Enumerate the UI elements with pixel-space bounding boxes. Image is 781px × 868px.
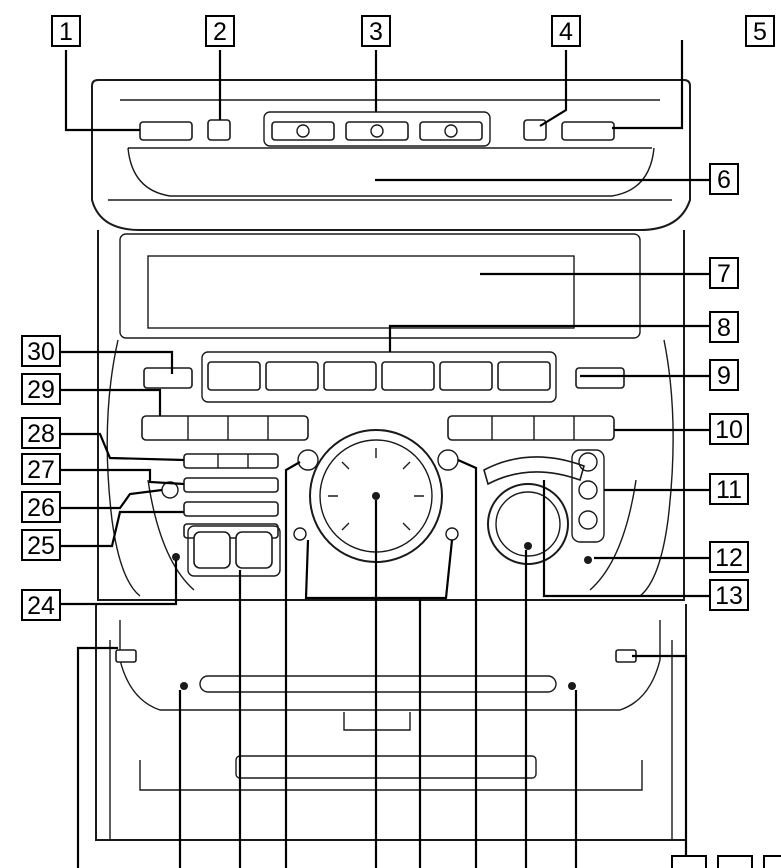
top-right-small-button: [523, 119, 547, 141]
callout-28: 28: [21, 417, 61, 449]
top-right-button: [561, 121, 615, 141]
callout-label: 13: [715, 582, 743, 610]
callout-label: 24: [27, 592, 55, 620]
callout-25: 25: [21, 529, 61, 561]
callout-9: 9: [709, 359, 739, 391]
callout-label: 5: [753, 18, 767, 46]
callout-7: 7: [709, 257, 739, 289]
callout-4: 4: [551, 15, 581, 47]
disc-tray-button-1: [271, 121, 335, 141]
callout-label: 12: [715, 544, 743, 572]
callout-label: 1: [59, 18, 73, 46]
disc-tray-button-3: [419, 121, 483, 141]
callout-label: 29: [27, 376, 55, 404]
callout-label: 25: [27, 532, 55, 560]
callout-label: 11: [716, 476, 742, 504]
clipped-callout-boxes: [671, 855, 781, 868]
callout-13: 13: [709, 579, 749, 611]
top-left-small-button: [207, 119, 231, 141]
middle-controls: [141, 351, 625, 577]
callout-label: 27: [27, 456, 55, 484]
callout-5: 5: [745, 15, 775, 47]
callout-1: 1: [51, 15, 81, 47]
callout-8: 8: [709, 311, 739, 343]
callout-26: 26: [21, 491, 61, 523]
callout-3: 3: [361, 15, 391, 47]
callout-30: 30: [21, 335, 61, 367]
callout-label: 26: [27, 494, 55, 522]
callout-label: 30: [27, 338, 55, 366]
callout-label: 10: [715, 416, 743, 444]
leader-lines: [60, 40, 710, 868]
callout-label: 9: [717, 362, 731, 390]
callout-label: 3: [369, 18, 383, 46]
top-controls: [139, 111, 615, 147]
callout-label: 6: [717, 166, 731, 194]
callout-label: 8: [717, 314, 731, 342]
callout-label: 2: [213, 18, 227, 46]
callout-27: 27: [21, 453, 61, 485]
callout-11: 11: [709, 473, 749, 505]
callout-24: 24: [21, 589, 61, 621]
volume-knob: [487, 483, 569, 565]
lower-controls: [115, 649, 637, 690]
callout-label: 4: [559, 18, 573, 46]
top-left-button: [139, 121, 193, 141]
callout-2: 2: [205, 15, 235, 47]
disc-tray-button-2: [345, 121, 409, 141]
callout-12: 12: [709, 541, 749, 573]
callout-29: 29: [21, 373, 61, 405]
callout-label: 7: [717, 260, 731, 288]
callout-label: 28: [27, 420, 55, 448]
callout-10: 10: [709, 413, 749, 445]
callout-6: 6: [709, 163, 739, 195]
